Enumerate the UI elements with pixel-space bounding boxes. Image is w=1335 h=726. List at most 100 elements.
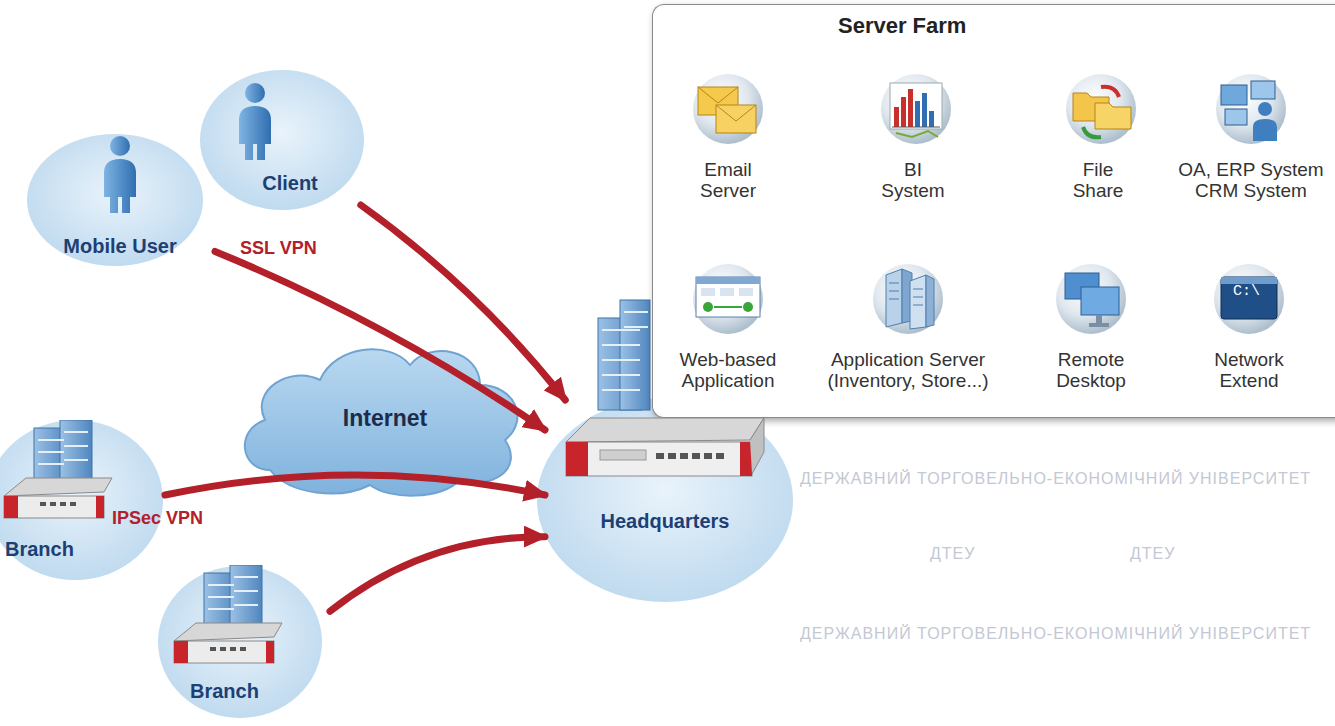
console-prompt: C:\	[1233, 283, 1260, 300]
hq-blob	[537, 398, 793, 602]
node-icon	[100, 135, 140, 219]
icon-part	[929, 111, 934, 127]
icon-part	[901, 97, 906, 127]
icon-part	[1221, 85, 1247, 105]
icon-part	[1221, 277, 1277, 284]
icon-part	[915, 101, 920, 127]
icon-part	[739, 288, 753, 296]
node-icon	[235, 82, 275, 166]
icon-part	[873, 264, 943, 334]
node-icon	[170, 565, 290, 674]
icon-part	[4, 496, 104, 518]
icon	[0, 420, 120, 525]
icon-part	[716, 105, 756, 121]
icon-part	[566, 442, 752, 476]
icon	[170, 565, 290, 670]
headquarters-node: Headquarters	[545, 400, 785, 590]
icon-part	[720, 288, 734, 296]
icon-part	[1096, 315, 1102, 323]
icon-part	[886, 269, 902, 327]
vpn-tunnel-arrow	[361, 205, 566, 400]
vpn-tunnel-arrow	[330, 537, 545, 612]
icon-part	[1101, 87, 1119, 97]
server-item: Network Extend	[1197, 257, 1301, 392]
icon-part	[896, 131, 938, 137]
icon	[1051, 257, 1131, 337]
icon-part	[174, 623, 282, 641]
server-item: Web-based Application	[666, 257, 791, 392]
icon	[876, 67, 956, 147]
icon-part	[602, 312, 648, 390]
panel-title: Server Farm	[838, 13, 1335, 39]
icon-part	[910, 275, 926, 329]
icon-part	[696, 277, 760, 284]
user-node: Client	[215, 70, 365, 205]
server-item: Remote Desktop	[1039, 257, 1143, 392]
watermark: ДТЕУ	[1130, 545, 1175, 563]
node-label: Branch	[0, 538, 165, 561]
hq-building	[598, 300, 650, 410]
item-label: BI System	[876, 159, 950, 202]
icon-part	[266, 641, 274, 663]
icon-part	[703, 302, 713, 312]
icon-part	[1095, 103, 1131, 129]
node-label: Branch	[165, 680, 330, 703]
user-node: Mobile User	[25, 130, 215, 270]
server-item: Application Server (Inventory, Store...)	[813, 257, 1003, 392]
server-item: Email Server	[682, 67, 774, 202]
icon-part	[230, 565, 262, 627]
item-label: Email Server	[682, 159, 774, 202]
icon-part	[1214, 264, 1284, 334]
icon-part	[750, 418, 764, 474]
icon-part	[881, 74, 951, 144]
icon-part	[208, 577, 258, 609]
icon-part	[620, 300, 650, 410]
icon	[1061, 67, 1141, 147]
icon-part	[40, 502, 76, 506]
icon-part	[892, 127, 940, 128]
icon-part	[38, 432, 88, 464]
icon-part	[701, 288, 715, 296]
watermark: ДЕРЖАВНИЙ ТОРГОВЕЛЬНО-ЕКОНОМІЧНИЙ УНІВЕР…	[800, 625, 1311, 643]
icon-part	[1251, 81, 1275, 99]
internet-cloud-node: Internet	[250, 330, 520, 500]
icon-part	[698, 87, 738, 103]
icon-part	[174, 641, 188, 663]
icon-part	[889, 283, 923, 305]
node-label: Client	[215, 172, 365, 195]
icon-part	[566, 442, 588, 476]
branch-node: Branch	[0, 420, 165, 570]
icon-part	[1221, 277, 1277, 319]
icon	[235, 82, 275, 162]
item-icon	[1176, 67, 1326, 147]
tunnel-label: SSL VPN	[240, 238, 317, 259]
icon	[688, 67, 768, 147]
icon-part	[96, 496, 104, 518]
node-icon	[560, 412, 770, 486]
icon-part	[60, 420, 92, 482]
icon-part	[110, 136, 130, 156]
icon-part	[693, 74, 763, 144]
icon-part	[743, 302, 753, 312]
vpn-tunnel-arrow	[215, 251, 545, 430]
item-label: Network Extend	[1197, 349, 1301, 392]
server-item: BI System	[876, 67, 950, 202]
item-icon	[1061, 67, 1135, 147]
icon	[868, 257, 948, 337]
branch-node: Branch	[165, 560, 330, 720]
icon-part	[908, 89, 913, 127]
icon-part	[1056, 264, 1126, 334]
item-icon	[682, 67, 774, 147]
icon-part	[4, 478, 112, 496]
vpn-tunnel-arrow	[165, 475, 545, 495]
icon	[1211, 67, 1291, 147]
icon-part	[696, 277, 760, 317]
icon	[688, 257, 768, 337]
icon-part	[174, 641, 274, 663]
item-icon	[876, 67, 950, 147]
node-icon	[0, 420, 120, 529]
item-icon	[666, 257, 791, 337]
icon-part	[714, 306, 742, 308]
icon-part	[1216, 74, 1286, 144]
icon-part	[740, 442, 752, 476]
